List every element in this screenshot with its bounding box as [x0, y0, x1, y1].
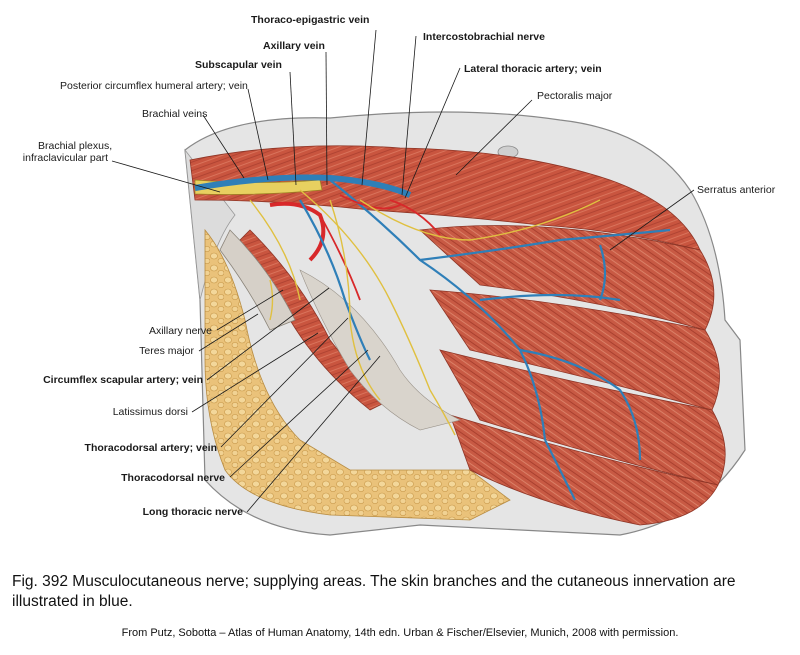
label-intercostobrachial-nerve: Intercostobrachial nerve: [423, 31, 545, 43]
label-pectoralis-major: Pectoralis major: [537, 90, 613, 102]
label-long-thoracic-nerve: Long thoracic nerve: [142, 506, 243, 518]
label-latissimus-dorsi: Latissimus dorsi: [112, 406, 188, 418]
label-thoraco-epigastric-vein: Thoraco-epigastric vein: [251, 14, 370, 26]
vein-branches: [299, 179, 671, 501]
axillary-cavity: [299, 269, 461, 431]
label-teres-major: Teres major: [139, 345, 194, 357]
label-lateral-thoracic: Lateral thoracic artery; vein: [464, 63, 602, 75]
teres-major: [219, 229, 296, 331]
label-circumflex-scapular: Circumflex scapular artery; vein: [43, 374, 203, 386]
axillary-fat: [204, 228, 511, 521]
label-subscapular-vein: Subscapular vein: [195, 59, 282, 71]
anatomy-illustration: [111, 29, 746, 536]
label-thoracodorsal-nerve: Thoracodorsal nerve: [121, 472, 225, 484]
axillary-vein: [194, 174, 412, 198]
label-axillary-vein: Axillary vein: [263, 40, 325, 52]
label-posterior-circumflex: Posterior circumflex humeral artery; vei…: [60, 80, 248, 92]
serratus-anterior: [419, 225, 726, 526]
label-brachial-plexus-2: infraclavicular part: [22, 152, 108, 164]
label-brachial-veins: Brachial veins: [142, 108, 208, 120]
figure-caption: Fig. 392 Musculocutaneous nerve; supplyi…: [12, 573, 736, 610]
nerve-branches: [249, 189, 601, 436]
leader-lines: [111, 29, 695, 513]
label-thoracodorsal-artery-vein: Thoracodorsal artery; vein: [84, 442, 217, 454]
artery-branches: [319, 194, 441, 301]
label-brachial-plexus-1: Brachial plexus,: [38, 140, 113, 152]
figure-credit: From Putz, Sobotta – Atlas of Human Anat…: [121, 627, 679, 639]
label-axillary-nerve: Axillary nerve: [148, 325, 212, 337]
label-serratus-anterior: Serratus anterior: [697, 184, 776, 196]
